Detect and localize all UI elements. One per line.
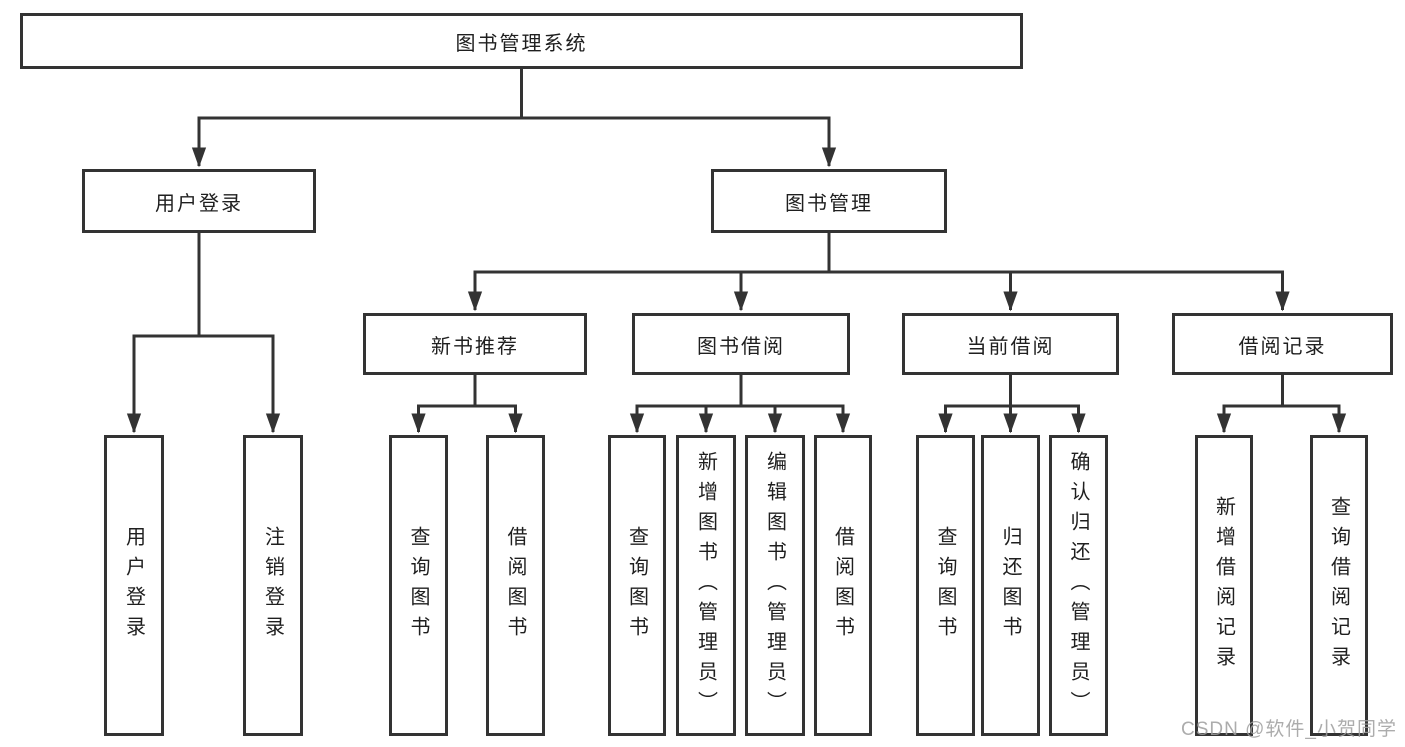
node-leaf-borrow-books-1: 借阅图书	[486, 435, 545, 736]
node-leaf-query-books-2: 查询图书	[608, 435, 666, 736]
node-leaf-query-books-3: 查询图书	[916, 435, 975, 736]
node-leaf-query-books-1: 查询图书	[389, 435, 448, 736]
node-root-system: 图书管理系统	[20, 13, 1023, 69]
node-borrowing-records: 借阅记录	[1172, 313, 1393, 375]
node-leaf-user-login: 用户登录	[104, 435, 164, 736]
csdn-watermark: CSDN @软件_小贺同学	[1181, 719, 1397, 740]
node-user-login: 用户登录	[82, 169, 316, 233]
node-leaf-add-books-admin: 新增图书（管理员）	[676, 435, 736, 736]
node-new-book-recommendation: 新书推荐	[363, 313, 587, 375]
node-leaf-query-borrow-record: 查询借阅记录	[1310, 435, 1368, 736]
node-leaf-add-borrow-record: 新增借阅记录	[1195, 435, 1253, 736]
node-leaf-confirm-return-admin: 确认归还（管理员）	[1049, 435, 1108, 736]
node-current-borrowing: 当前借阅	[902, 313, 1119, 375]
node-leaf-borrow-books-2: 借阅图书	[814, 435, 872, 736]
node-book-management: 图书管理	[711, 169, 947, 233]
node-leaf-return-books: 归还图书	[981, 435, 1040, 736]
node-leaf-edit-books-admin: 编辑图书（管理员）	[745, 435, 805, 736]
node-book-borrowing: 图书借阅	[632, 313, 850, 375]
node-leaf-logout: 注销登录	[243, 435, 303, 736]
